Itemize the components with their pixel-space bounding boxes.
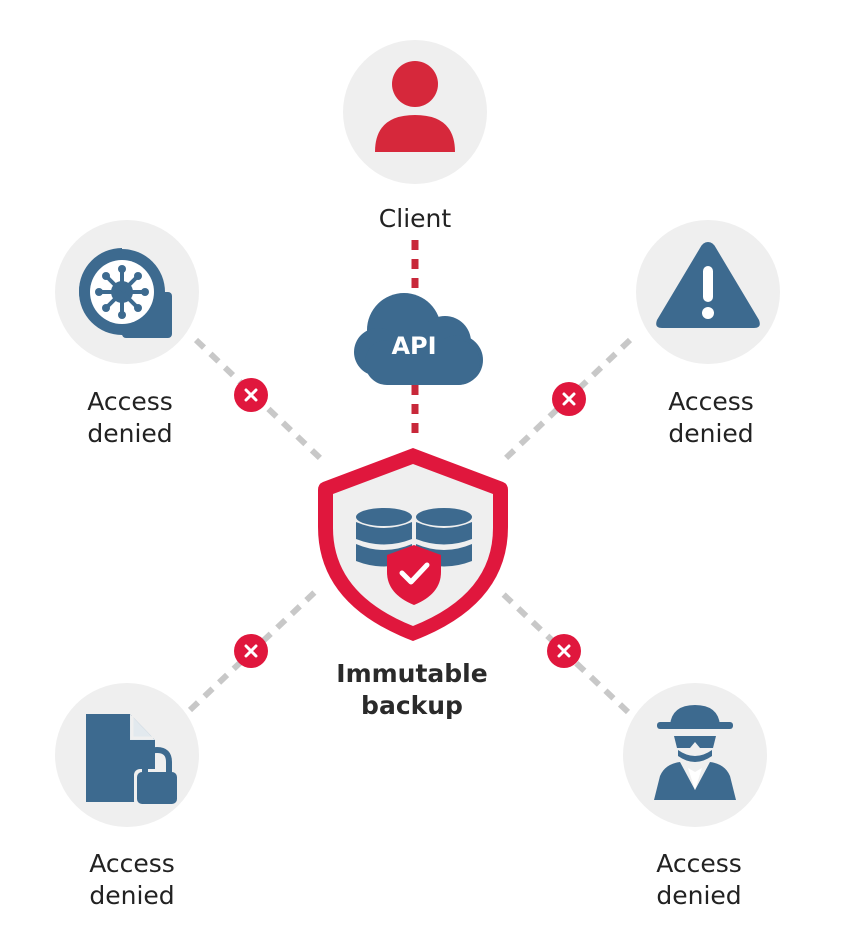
warning-node — [636, 220, 780, 364]
x-icon — [234, 634, 268, 668]
access-denied-line2: denied — [89, 881, 175, 910]
spy-access-denied-label: Access denied — [619, 848, 779, 912]
center-label-line1: Immutable — [336, 659, 488, 688]
warning-icon — [656, 242, 760, 328]
access-denied-line2: denied — [668, 419, 754, 448]
check-icon — [399, 562, 430, 585]
spy-node — [623, 683, 767, 827]
shield-inner — [333, 464, 493, 626]
access-denied-line2: denied — [656, 881, 742, 910]
x-icon — [547, 634, 581, 668]
locked-file-icon — [86, 714, 180, 807]
api-label: API — [391, 332, 436, 360]
warning-access-denied-label: Access denied — [631, 386, 791, 450]
client-label: Client — [335, 203, 495, 235]
x-icon — [552, 382, 586, 416]
mini-shield — [387, 545, 441, 605]
client-node — [343, 40, 487, 184]
access-denied-line1: Access — [656, 849, 742, 878]
user-icon — [375, 61, 455, 152]
access-denied-line1: Access — [89, 849, 175, 878]
spy-icon — [654, 705, 736, 800]
cloud-icon — [354, 293, 483, 385]
virus-access-denied-label: Access denied — [50, 386, 210, 450]
file-access-denied-label: Access denied — [52, 848, 212, 912]
spy-icon-circle — [623, 683, 767, 827]
client-label-text: Client — [378, 204, 452, 233]
x-icon — [234, 378, 268, 412]
center-label: Immutable backup — [302, 658, 522, 722]
access-denied-line2: denied — [87, 419, 173, 448]
blocked-markers — [234, 378, 586, 668]
access-denied-line1: Access — [87, 387, 173, 416]
center-label-line2: backup — [361, 691, 463, 720]
locked-file-node — [55, 683, 199, 827]
virus-icon — [79, 248, 172, 338]
access-denied-line1: Access — [668, 387, 754, 416]
database-stack-right — [416, 508, 472, 567]
shield-database-check-icon — [318, 448, 508, 641]
virus-node — [55, 220, 199, 364]
